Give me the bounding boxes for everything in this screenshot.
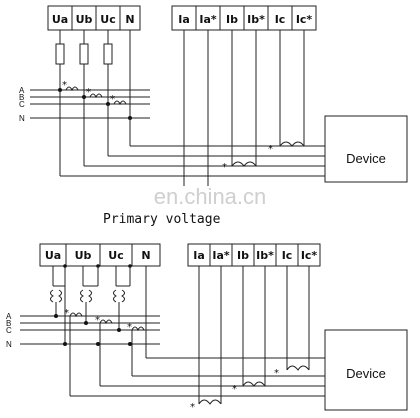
bottom-diagram: Ua Ub Uc N Ia Ia* Ib Ib* Ic Ic* [6,243,408,413]
top-terminal-n: N [125,13,134,26]
bottom-current-terminal-block: Ia Ia* Ib Ib* Ic Ic* [187,243,321,267]
top-terminal-ia: Ia [178,13,190,26]
top-diagram: Ua Ub Uc N Ia Ia* Ib Ib* Ic Ic* [19,5,408,186]
bottom-terminal-ia: Ia [193,249,205,262]
bottom-terminal-n: N [141,249,150,262]
top-terminal-ua: Ua [52,13,68,26]
bottom-star-1: * [64,308,69,319]
top-star-ic: * [268,144,273,155]
top-voltage-terminal-block: Ua Ub Uc N [47,5,141,31]
bottom-bus-label-b: B [6,319,11,328]
top-device-box [324,115,408,183]
primary-voltage-caption: Primary voltage [103,212,221,227]
top-current-terminal-block: Ia Ia* Ib Ib* Ic Ic* [171,5,317,31]
top-fuses [55,30,131,118]
bottom-voltage-terminal-block: Ua Ub Uc N [39,243,161,267]
top-star-ib: * [222,162,227,173]
bottom-star-2: * [95,315,100,326]
watermark: en.china.cn [154,184,267,209]
top-bus-label-c: C [19,100,25,109]
bottom-device-wiring: * * * [69,266,325,413]
bottom-bus-label-n: N [6,340,12,349]
bottom-bus-lines: A B C N * * * [6,308,160,349]
bottom-terminal-ub: Ub [75,249,92,262]
top-terminal-ub: Ub [76,13,93,26]
top-bus-ct-coils: * * * [62,80,127,106]
top-terminal-ic: Ic [275,13,286,26]
bottom-star-3: * [127,322,132,333]
top-terminal-ia-star: Ia* [199,13,217,26]
bottom-terminal-ic: Ic [282,249,293,262]
bottom-voltage-transformers [50,264,147,358]
bottom-star-ic: * [274,368,279,379]
top-bus-label-b: B [19,93,24,102]
bottom-terminal-ic-star: Ic* [301,249,318,262]
top-bus-label-a: A [19,86,25,95]
bottom-device-box [324,329,408,411]
bottom-terminal-uc: Uc [108,249,123,262]
bottom-bus-label-c: C [6,326,12,335]
bottom-star-ib: * [232,384,237,395]
bottom-terminal-ib: Ib [237,249,249,262]
top-terminal-ib: Ib [226,13,238,26]
top-terminal-ic-star: Ic* [296,13,313,26]
bottom-star-ia: * [190,402,195,413]
top-bus-label-n: N [19,114,25,123]
bottom-terminal-ua: Ua [45,249,61,262]
top-device-label: Device [346,151,386,166]
bottom-terminal-ib-star: Ib* [256,249,274,262]
top-terminal-uc: Uc [100,13,115,26]
bottom-device-label: Device [346,366,386,381]
top-star-2: * [86,87,91,98]
bottom-bus-label-a: A [6,312,12,321]
top-star-3: * [110,94,115,105]
bottom-terminal-ia-star: Ia* [212,249,230,262]
top-star-1: * [62,80,67,91]
top-device-wiring: * * [59,30,325,186]
top-terminal-ib-star: Ib* [247,13,265,26]
